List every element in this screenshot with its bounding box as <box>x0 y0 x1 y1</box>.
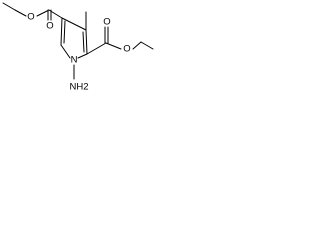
pyrrole-ring <box>60 17 88 59</box>
bond-o-carbonyl-c-left <box>36 9 50 17</box>
atom-n-ring: N <box>71 55 78 66</box>
atom-o-ether-left: O <box>27 12 34 23</box>
atom-o-carbonyl-left: O <box>46 21 53 32</box>
left-ethyl-ester <box>2 2 63 21</box>
bond-o-ethyl-ch2-right <box>132 41 142 50</box>
bond-c5-n1 <box>60 44 71 59</box>
bond-carbonyl-c-o-ether-right <box>105 42 122 50</box>
bond-c2-n1 <box>77 53 88 59</box>
bond-c4-c3 <box>61 17 87 31</box>
atom-nh2: NH2 <box>69 82 88 93</box>
bond-c3-c2 <box>85 29 88 55</box>
bond-ethyl-ch2-ch3-right <box>140 41 154 50</box>
chemical-structure: O O N O O NH2 <box>2 2 154 93</box>
bond-c3-c2-inner <box>82 31 85 53</box>
bond-c4-c5-inner <box>63 20 66 44</box>
bond-c4-c5 <box>60 17 63 46</box>
atom-o-carbonyl-right: O <box>103 17 110 28</box>
bond-ethyl-ch3-ch2-left <box>2 2 16 11</box>
atom-o-ether-right: O <box>123 44 130 55</box>
bond-ethyl-ch2-o-left <box>14 9 27 17</box>
bond-carbonyl-c-ring-c4 <box>48 9 63 19</box>
bond-c2-carbonyl-c-right <box>86 42 107 55</box>
right-ethyl-ester <box>86 26 154 55</box>
